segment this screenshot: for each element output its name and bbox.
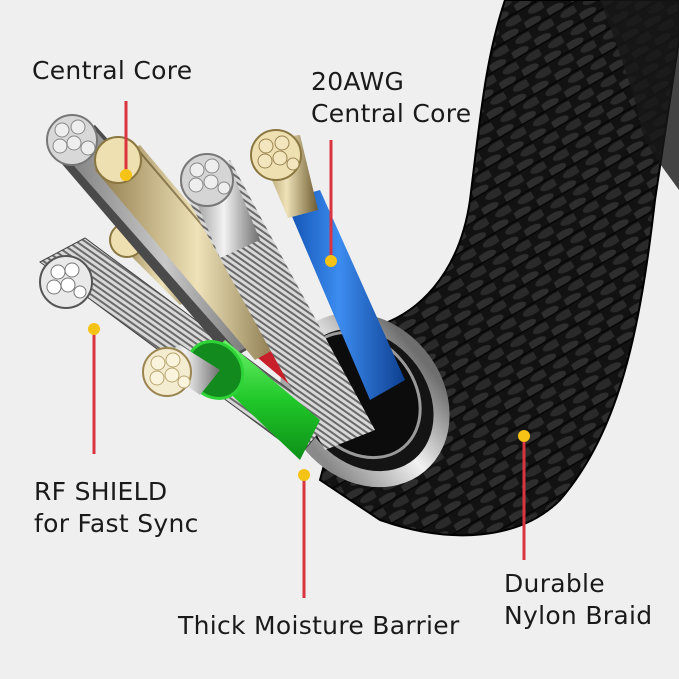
label-central-core: Central Core <box>32 55 192 87</box>
braid-secondary-section <box>600 0 679 190</box>
central-core-end <box>94 136 142 184</box>
label-rf-shield-line2: for Fast Sync <box>34 509 199 538</box>
marker-dot-moisture-barrier <box>298 469 310 481</box>
label-nylon-braid-line1: Durable <box>504 569 605 598</box>
label-moisture-barrier-line1: Thick Moisture Barrier <box>178 611 460 640</box>
rf-shield-strands <box>46 262 87 299</box>
label-awg-central-core: 20AWG Central Core <box>311 66 471 130</box>
marker-dot-nylon-braid <box>518 430 530 442</box>
label-nylon-braid-line2: Nylon Braid <box>504 601 653 630</box>
marker-dot-rf-shield <box>88 323 100 335</box>
label-awg-line1: 20AWG <box>311 67 405 96</box>
marker-dot-central-core <box>120 169 132 181</box>
label-awg-line2: Central Core <box>311 99 472 128</box>
label-nylon-braid: Durable Nylon Braid <box>504 568 652 632</box>
label-rf-shield: RF SHIELD for Fast Sync <box>34 476 199 540</box>
marker-dot-awg-core <box>325 255 337 267</box>
label-rf-shield-line1: RF SHIELD <box>34 477 168 506</box>
blue-insulated-wire <box>285 190 405 400</box>
callout-markers <box>88 101 530 598</box>
label-moisture-barrier: Thick Moisture Barrier <box>178 610 460 642</box>
label-central-core-line1: Central Core <box>32 56 193 85</box>
